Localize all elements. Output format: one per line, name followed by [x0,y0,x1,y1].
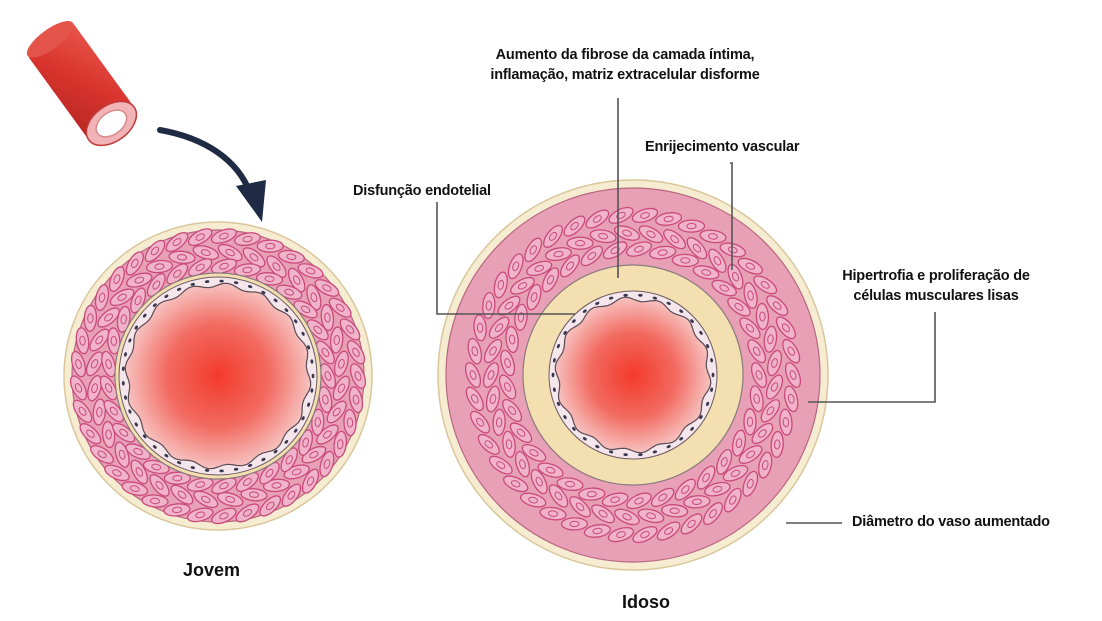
blood-vessel-tube-icon [22,15,145,155]
smooth-muscle-cell [756,303,769,329]
smooth-muscle-cell [567,237,593,249]
fibrosis-label-line2: inflamação, matriz extracelular disforme [430,65,820,85]
smooth-muscle-cell [257,240,283,252]
old-vessel-cross-section [438,180,828,570]
fibrosis-label: Aumento da fibrose da camada íntima, inf… [430,45,820,85]
diameter-label: Diâmetro do vaso aumentado [852,512,1050,532]
hypertrophy-label-line2: células musculares lisas [816,286,1056,306]
hypertrophy-label-line1: Hipertrofia e proliferação de [816,266,1056,286]
smooth-muscle-cell [744,409,756,435]
smooth-muscle-cell [678,220,704,232]
young-caption: Jovem [183,560,240,581]
stiffening-label: Enrijecimento vascular [645,137,799,157]
curved-arrow-icon [160,130,266,222]
hypertrophy-label: Hipertrofia e proliferação de células mu… [816,266,1056,306]
old-caption: Idoso [622,592,670,613]
endothelial-nucleus [712,373,715,377]
smooth-muscle-cell [84,305,97,331]
smooth-muscle-cell [493,409,506,435]
endothelial-label: Disfunção endotelial [353,181,491,201]
young-vessel-cross-section [64,222,372,530]
smooth-muscle-cell [672,254,698,267]
smooth-muscle-cell [561,518,587,530]
fibrosis-label-line1: Aumento da fibrose da camada íntima, [430,45,820,65]
smooth-muscle-cell [343,409,356,435]
endothelial-nucleus [312,374,315,378]
endothelial-nucleus [552,373,555,377]
